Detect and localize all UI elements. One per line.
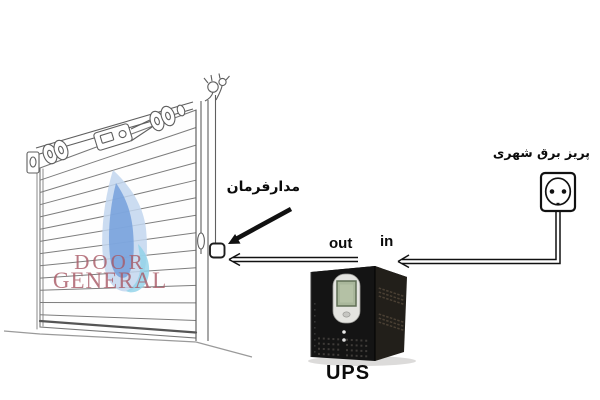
roller-shaft (26, 73, 230, 174)
motor-unit (93, 123, 133, 151)
in-wire (397, 211, 561, 269)
door-rail (195, 95, 217, 341)
ups-device (308, 266, 416, 366)
out-label: out (329, 235, 353, 252)
roller-spring-left (42, 139, 69, 165)
ground-line (3, 330, 253, 358)
out-wire-arrow (228, 252, 358, 267)
watermark-text-general: GENERAL (52, 268, 168, 293)
control-circuit-arrow (228, 206, 293, 244)
in-label: in (380, 233, 394, 250)
hanging-cable (197, 95, 217, 254)
door-watermark-flame (102, 170, 150, 293)
control-circuit-box (209, 242, 226, 259)
power-outlet-icon (539, 171, 577, 213)
cable-connector (197, 232, 205, 250)
watermark-text-door: DOOR (74, 250, 146, 274)
ups-label: UPS (325, 362, 371, 384)
plug-connector-icon (203, 73, 230, 102)
roller-spring-right (149, 104, 186, 132)
roller-door (36, 109, 198, 339)
power-outlet-label: پریز برق شهری (492, 145, 590, 160)
control-circuit-label: مدارفرمان (226, 179, 300, 195)
ups-side-vents (378, 287, 404, 331)
ups-front-vents (314, 303, 368, 358)
